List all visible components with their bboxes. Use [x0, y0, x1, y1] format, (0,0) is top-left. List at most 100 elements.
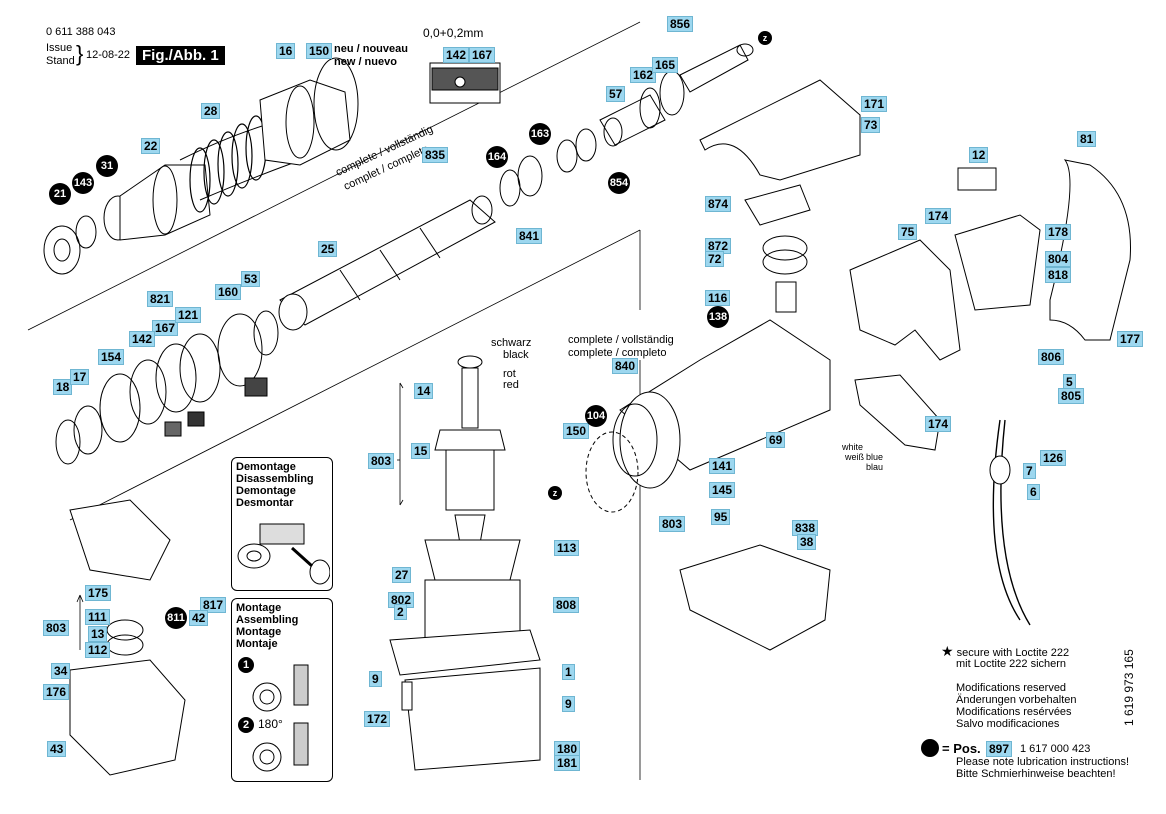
- part-label-803: 803: [368, 453, 395, 469]
- part-label-821: 821: [147, 291, 174, 307]
- legend-pos-part: 1 617 000 423: [1020, 743, 1091, 755]
- part-label-53: 53: [241, 271, 261, 287]
- part-label-150: 150: [563, 423, 590, 439]
- gear-stack: [699, 79, 861, 313]
- demontage-illustration: [237, 523, 330, 585]
- part-label-803: 803: [659, 516, 686, 532]
- part-label-81: 81: [1077, 131, 1097, 147]
- part-label-174: 174: [925, 416, 952, 432]
- part-label-12: 12: [969, 147, 989, 163]
- z-marker: z: [758, 31, 772, 45]
- demontage-line-1: Demontage: [236, 461, 296, 473]
- part-label-804: 804: [1045, 251, 1072, 267]
- montage-illustration: [252, 664, 309, 772]
- part-label-835: 835: [422, 147, 449, 163]
- electronics: [69, 499, 186, 776]
- legend-pos-label: = Pos.: [942, 741, 981, 756]
- montage-title: Montage Assembling Montage Montaje: [232, 599, 332, 653]
- lube-callout-854: 854: [608, 172, 630, 194]
- note-blau: blau: [866, 462, 884, 472]
- part-label-15: 15: [411, 443, 431, 459]
- part-label-165: 165: [652, 57, 679, 73]
- note-schwarz: schwarz: [491, 337, 532, 349]
- side-code: 1 619 973 165: [1122, 649, 1136, 726]
- part-label-38: 38: [797, 534, 817, 550]
- brace: }: [76, 41, 84, 66]
- part-label-13: 13: [88, 626, 108, 642]
- lube-callout-104: 104: [585, 405, 607, 427]
- part-label-145: 145: [709, 482, 736, 498]
- part-label-14: 14: [414, 383, 434, 399]
- part-label-9: 9: [562, 696, 575, 712]
- demontage-title: Demontage Disassembling Demontage Desmon…: [232, 458, 332, 512]
- part-label-167: 167: [469, 47, 496, 63]
- part-label-16: 16: [276, 43, 296, 59]
- issue-date: 12-08-22: [86, 49, 131, 61]
- stand-label: Stand: [46, 55, 75, 67]
- spindle-tube: [278, 195, 496, 331]
- part-label-160: 160: [215, 284, 242, 300]
- note-weiss: weiß: [845, 452, 865, 462]
- demontage-line-3: Demontage: [236, 485, 296, 497]
- star-icon: ★: [941, 643, 954, 659]
- part-label-9: 9: [369, 671, 382, 687]
- part-label-112: 112: [85, 642, 111, 658]
- note-red: red: [503, 379, 519, 391]
- note-complete-2a: complete / vollständig: [568, 334, 674, 346]
- lube-dot-icon: [921, 739, 939, 757]
- part-label-27: 27: [392, 567, 412, 583]
- part-label-175: 175: [85, 585, 112, 601]
- lube-callout-164: 164: [486, 146, 508, 168]
- step-2-badge: 2: [238, 717, 254, 733]
- ring-chain: [55, 310, 279, 465]
- part-label-806: 806: [1038, 349, 1065, 365]
- part-label-817: 817: [200, 597, 227, 613]
- part-label-840: 840: [612, 358, 639, 374]
- part-label-57: 57: [606, 86, 626, 102]
- bottom-cover: [679, 544, 831, 651]
- montage-panel: Montage Assembling Montage Montaje 1 2 1…: [231, 598, 333, 782]
- part-label-72: 72: [705, 251, 725, 267]
- note-white: white: [842, 442, 864, 452]
- z-marker: z: [548, 486, 562, 500]
- seal-detail: [429, 62, 501, 104]
- part-label-111: 111: [85, 609, 110, 625]
- lube-callout-21: 21: [49, 183, 71, 205]
- demontage-panel: Demontage Disassembling Demontage Desmon…: [231, 457, 333, 591]
- part-label-75: 75: [898, 224, 918, 240]
- montage-line-2: Assembling: [236, 614, 299, 626]
- angle-180: 180°: [258, 717, 283, 731]
- lube-callout-138: 138: [707, 306, 729, 328]
- motor: [389, 355, 541, 771]
- legend-pos-number: 897: [986, 741, 1013, 757]
- doc-number: 0 611 388 043: [46, 26, 116, 38]
- legend-star: ★ secure with Loctite 222: [941, 643, 1070, 659]
- note-complete-2b: complete / completo: [568, 347, 667, 359]
- part-label-17: 17: [70, 369, 90, 385]
- legend-lube-1: Please note lubrication instructions!: [956, 756, 1130, 768]
- part-label-141: 141: [709, 458, 736, 474]
- note-neu: neu / nouveau: [334, 43, 408, 55]
- part-label-1: 1: [562, 664, 575, 680]
- legend-star-line1: secure with Loctite 222: [956, 647, 1070, 659]
- step-1-badge: 1: [238, 657, 254, 673]
- part-label-172: 172: [364, 711, 391, 727]
- striker-parts: [499, 43, 754, 207]
- part-label-142: 142: [129, 331, 156, 347]
- part-label-803: 803: [43, 620, 70, 636]
- tool-holder-parts: [43, 57, 359, 275]
- part-label-181: 181: [554, 755, 581, 771]
- note-blue: blue: [866, 452, 884, 462]
- part-label-805: 805: [1058, 388, 1085, 404]
- part-label-808: 808: [553, 597, 580, 613]
- part-label-69: 69: [766, 432, 786, 448]
- part-label-818: 818: [1045, 267, 1072, 283]
- figure-label: Fig./Abb. 1: [136, 46, 225, 65]
- note-new: new / nuevo: [334, 56, 397, 68]
- part-label-142: 142: [443, 47, 470, 63]
- part-label-28: 28: [201, 103, 221, 119]
- legend-mod-2: Änderungen vorbehalten: [956, 694, 1077, 706]
- part-label-176: 176: [43, 684, 70, 700]
- note-rot: rot: [503, 368, 516, 380]
- part-label-34: 34: [51, 663, 71, 679]
